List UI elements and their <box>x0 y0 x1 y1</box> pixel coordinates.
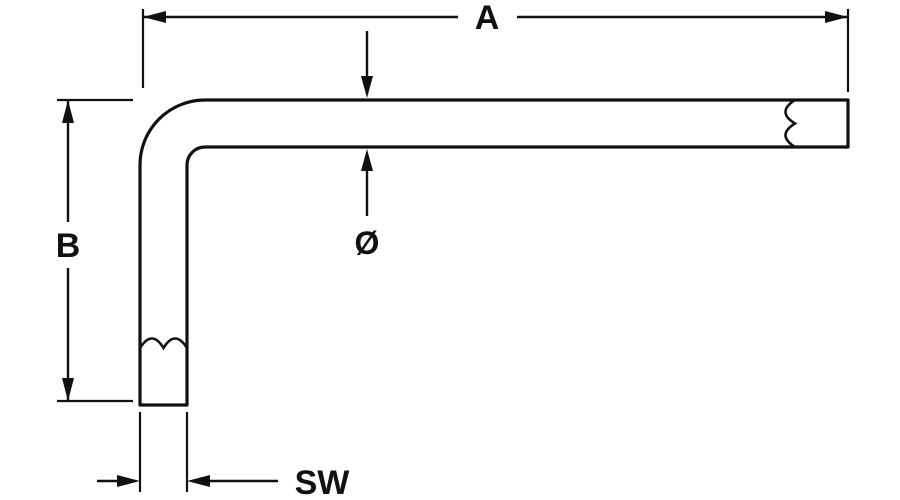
dim-dia-arrow-top-icon <box>361 76 373 98</box>
hex-key-outline <box>138 98 850 407</box>
dim-b-arrow-top-icon <box>62 100 74 123</box>
dim-a-arrow-right-icon <box>825 11 848 23</box>
hex-key-tip-facets-bottom <box>138 337 189 351</box>
dim-diameter-label: Ø <box>355 225 380 261</box>
dim-a-label: A <box>475 0 500 37</box>
dim-a-arrow-left-icon <box>143 11 166 23</box>
hex-key-tip-facets-right <box>784 98 798 149</box>
dim-b-label: B <box>56 227 81 265</box>
dim-b-arrow-bottom-icon <box>62 378 74 401</box>
dim-sw-label: SW <box>295 464 351 500</box>
dim-dia-arrow-bottom-icon <box>361 149 373 171</box>
dim-sw-arrow-right-icon <box>187 475 210 487</box>
dim-sw-arrow-left-icon <box>117 475 140 487</box>
